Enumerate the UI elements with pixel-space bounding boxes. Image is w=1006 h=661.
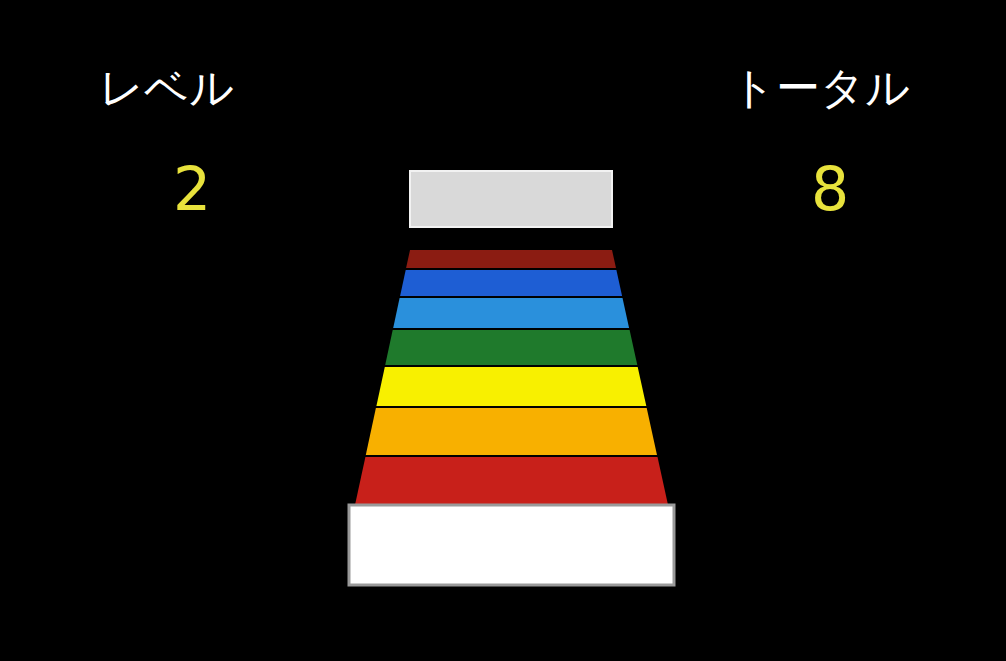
band-green [385, 330, 637, 365]
band-yellow [376, 367, 646, 406]
band-light-blue [393, 298, 629, 328]
level-heading: レベル [99, 64, 234, 112]
falling-block [410, 171, 612, 227]
band-red [355, 457, 668, 505]
band-dark-red [406, 250, 616, 268]
total-value: 8 [811, 156, 849, 222]
base-block [349, 505, 674, 585]
total-heading: トータル [731, 64, 910, 112]
level-value: 2 [173, 156, 211, 222]
band-blue [400, 270, 622, 296]
band-orange [366, 408, 657, 455]
